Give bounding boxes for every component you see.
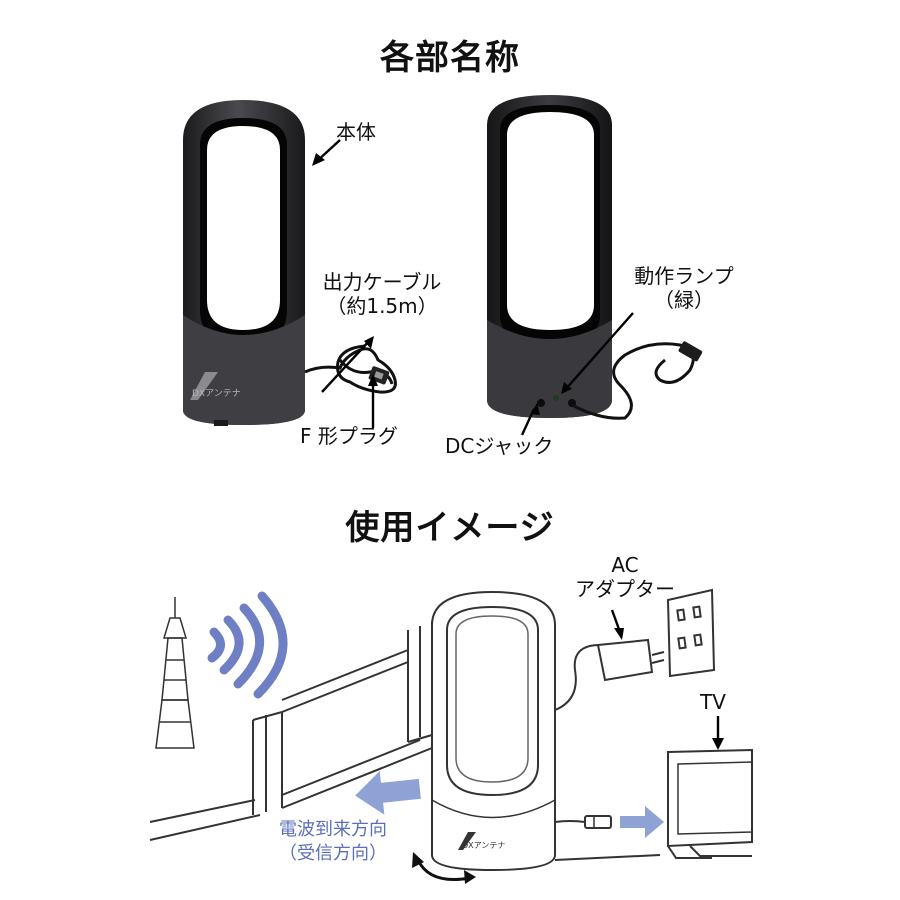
label-body: 本体: [336, 120, 376, 144]
svg-text:DXアンテナ: DXアンテナ: [462, 841, 505, 850]
antenna-usage-device: DXアンテナ: [431, 590, 556, 872]
label-wave-direction: 電波到来方向 （受信方向）: [258, 818, 408, 866]
label-adapter: アダプター: [575, 577, 675, 601]
usage-section-title: 使用イメージ: [345, 508, 555, 548]
wave-direction-arrow: [355, 770, 421, 815]
label-operation-lamp: 動作ランプ （緑）: [619, 264, 749, 312]
svg-text:DXアンテナ: DXアンテナ: [192, 388, 241, 399]
broadcast-tower-icon: [155, 597, 195, 749]
label-wave-direction-line1: 電波到来方向: [279, 819, 387, 840]
label-operation-lamp-name: 動作ランプ: [634, 264, 734, 288]
back-plug: [678, 341, 703, 362]
wall-outlet-icon: [666, 588, 716, 678]
back-cable: [571, 342, 695, 420]
label-dc-jack: DCジャック: [445, 434, 554, 458]
label-output-cable-name: 出力ケーブル: [322, 270, 442, 294]
antenna-front-view: [183, 100, 305, 426]
label-operation-lamp-color: （緑）: [654, 288, 714, 312]
operation-lamp: [553, 395, 559, 401]
label-f-plug: F 形プラグ: [300, 424, 398, 448]
label-output-cable-length: （約1.5m）: [326, 294, 438, 318]
antenna-back-view: [487, 95, 612, 418]
tv-cable: [554, 820, 586, 823]
label-ac-adapter: AC アダプター: [570, 553, 680, 601]
label-tv: TV: [700, 690, 726, 714]
radio-wave-icon: [207, 591, 288, 699]
label-ac: AC: [611, 553, 639, 577]
logo-front: DXアンテナ: [192, 388, 241, 399]
tv-direction-arrow: [620, 806, 664, 838]
dc-jack-port: [537, 399, 545, 407]
output-cable: [304, 344, 397, 394]
tv-icon: [667, 748, 753, 859]
ac-adapter-icon: [554, 638, 665, 711]
parts-section-title: 各部名称: [380, 38, 520, 78]
label-output-cable: 出力ケーブル （約1.5m）: [307, 270, 457, 318]
label-wave-direction-line2: （受信方向）: [279, 843, 387, 864]
tv-plug-icon: [584, 815, 612, 829]
